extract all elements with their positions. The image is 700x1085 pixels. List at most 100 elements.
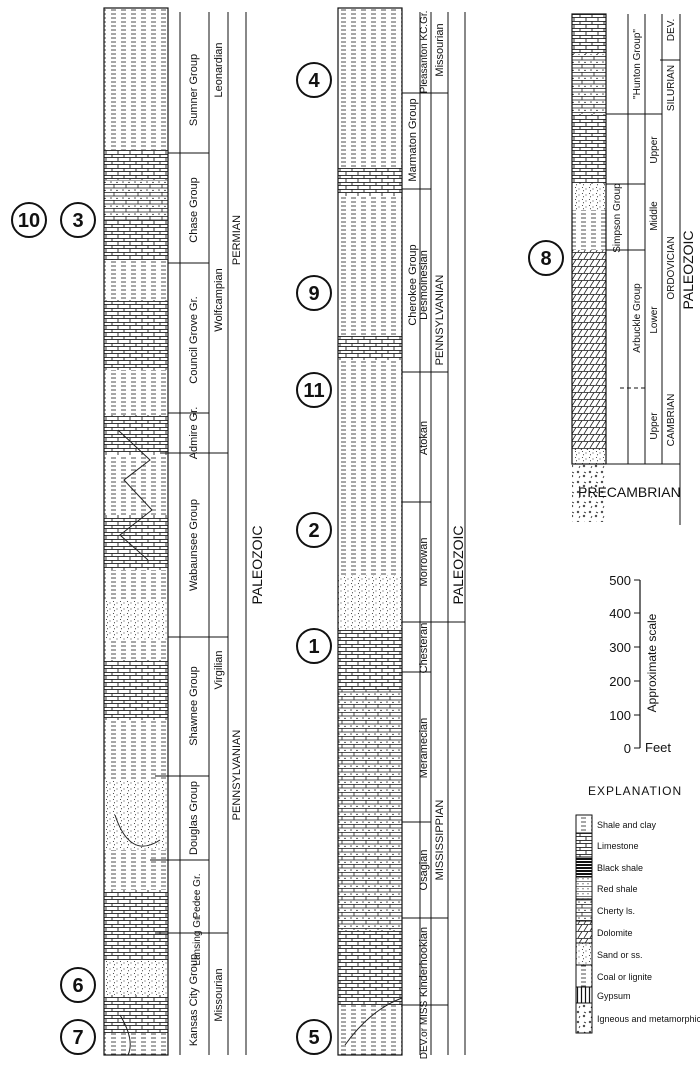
marker-10: 10 (12, 203, 46, 237)
marker-number: 9 (308, 283, 319, 305)
marker-number: 7 (72, 1027, 83, 1049)
group-label: Arbuckle Group (632, 283, 643, 353)
group-label: Pleasanton KC.Gr. (419, 11, 430, 94)
marker-2: 2 (297, 513, 331, 547)
stage-label: Chesteran (418, 623, 430, 674)
stage-label: Morrowan (418, 538, 430, 587)
stage-label: Kinderhookian (418, 927, 430, 997)
era-label: PALEOZOIC (249, 525, 265, 604)
group-label: Kansas City Group (188, 954, 200, 1046)
stage-label: Missourian (213, 968, 225, 1021)
legend-label: Dolomite (597, 928, 633, 938)
series-label: MISSISSIPPIAN (434, 800, 446, 881)
legend-swatch-gypsum (576, 987, 592, 1003)
legend-label: Cherty ls. (597, 906, 635, 916)
scale-tick: 400 (609, 606, 631, 621)
scale-bar: 500 400 300 200 100 0 Approximate scale … (609, 573, 671, 756)
marker-6: 6 (61, 968, 95, 1002)
legend-swatch-sand (576, 943, 592, 965)
legend-label: Sand or ss. (597, 950, 643, 960)
stage-label: Wolfcampian (213, 268, 225, 331)
legend-title: EXPLANATION (588, 784, 682, 798)
legend-swatch-shale (576, 815, 592, 833)
legend-swatch-dolomite (576, 921, 592, 943)
marker-11: 11 (297, 373, 331, 407)
group-label: Douglas Group (188, 781, 200, 855)
scale-tick: 0 (624, 741, 631, 756)
series-label: SILURIAN (666, 65, 677, 111)
legend-swatch-igneous (576, 1003, 592, 1033)
legend-label: Coal or lignite (597, 972, 652, 982)
stage-label: Atokan (418, 421, 430, 455)
legend-label: Gypsum (597, 991, 631, 1001)
legend-label: Red shale (597, 884, 638, 894)
marker-number: 11 (303, 380, 324, 402)
scale-tick: 200 (609, 674, 631, 689)
lithologic-column-a (104, 8, 168, 1055)
group-label: Council Grove Gr. (188, 296, 200, 383)
stage-label: Middle (649, 201, 660, 231)
stage-label: Upper (649, 412, 660, 440)
group-label: Simpson Group (612, 183, 623, 253)
marker-number: 4 (308, 70, 320, 92)
marker-4: 4 (297, 63, 331, 97)
marker-3: 3 (61, 203, 95, 237)
marker-number: 10 (18, 210, 40, 232)
group-label: Wabaunsee Group (188, 499, 200, 591)
stage-label: DEV.or MISS (419, 1000, 430, 1059)
group-label: Sumner Group (188, 54, 200, 126)
stage-label: Meramecian (418, 718, 430, 779)
marker-number: 5 (308, 1027, 319, 1049)
legend-swatch-limestone (576, 833, 592, 857)
series-label: PENNSYLVANIAN (231, 730, 243, 821)
scale-tick: 500 (609, 573, 631, 588)
group-label: Admire Gr. (188, 407, 200, 460)
legend-swatch-red-shale (576, 877, 592, 899)
stage-label: Missourian (434, 23, 446, 76)
marker-7: 7 (61, 1020, 95, 1054)
marker-8: 8 (529, 241, 563, 275)
group-label: Shawnee Group (188, 666, 200, 746)
marker-number: 8 (540, 248, 551, 270)
legend-swatch-black-shale (576, 857, 592, 877)
series-label: PERMIAN (231, 215, 243, 265)
marker-5: 5 (297, 1020, 331, 1054)
stage-label: Virgilian (213, 651, 225, 690)
series-label: ORDOVICIAN (666, 236, 677, 299)
series-label: DEV. (666, 19, 677, 41)
era-label: PALEOZOIC (450, 525, 466, 604)
lithologic-column-c (572, 14, 606, 522)
basement-label: PRECAMBRIAN (578, 484, 681, 500)
marker-number: 3 (72, 210, 83, 232)
stage-label: Upper (649, 136, 660, 164)
stage-label: Osagian (418, 850, 430, 891)
stage-label: Lower (649, 306, 660, 334)
scale-label: Approximate scale (645, 613, 659, 712)
legend: EXPLANATION Shale and clay Limestone Bla… (576, 784, 700, 1033)
group-label: Marmaton Group (407, 98, 419, 181)
legend-label: Shale and clay (597, 820, 657, 830)
lithologic-column-b (338, 8, 402, 1055)
group-label: Pedee Gr. (192, 873, 203, 918)
legend-label: Igneous and metamorphic rocks (597, 1014, 700, 1024)
group-label: Chase Group (188, 177, 200, 242)
scale-tick: 100 (609, 708, 631, 723)
marker-1: 1 (297, 629, 331, 663)
scale-unit: Feet (645, 740, 671, 755)
era-label: PALEOZOIC (680, 230, 696, 309)
series-label: CAMBRIAN (666, 394, 677, 447)
marker-9: 9 (297, 276, 331, 310)
series-label: PENNSYLVANIAN (434, 275, 446, 366)
legend-swatch-coal (576, 965, 592, 987)
stage-label: Desmoinesian (418, 250, 430, 320)
group-label: "Hunton Group" (632, 29, 643, 99)
scale-tick: 300 (609, 640, 631, 655)
marker-number: 2 (308, 520, 319, 542)
stage-label: Leonardian (213, 42, 225, 97)
legend-label: Limestone (597, 841, 639, 851)
legend-label: Black shale (597, 863, 643, 873)
marker-number: 6 (72, 975, 83, 997)
legend-swatch-cherty-ls (576, 899, 592, 921)
marker-number: 1 (308, 636, 319, 658)
